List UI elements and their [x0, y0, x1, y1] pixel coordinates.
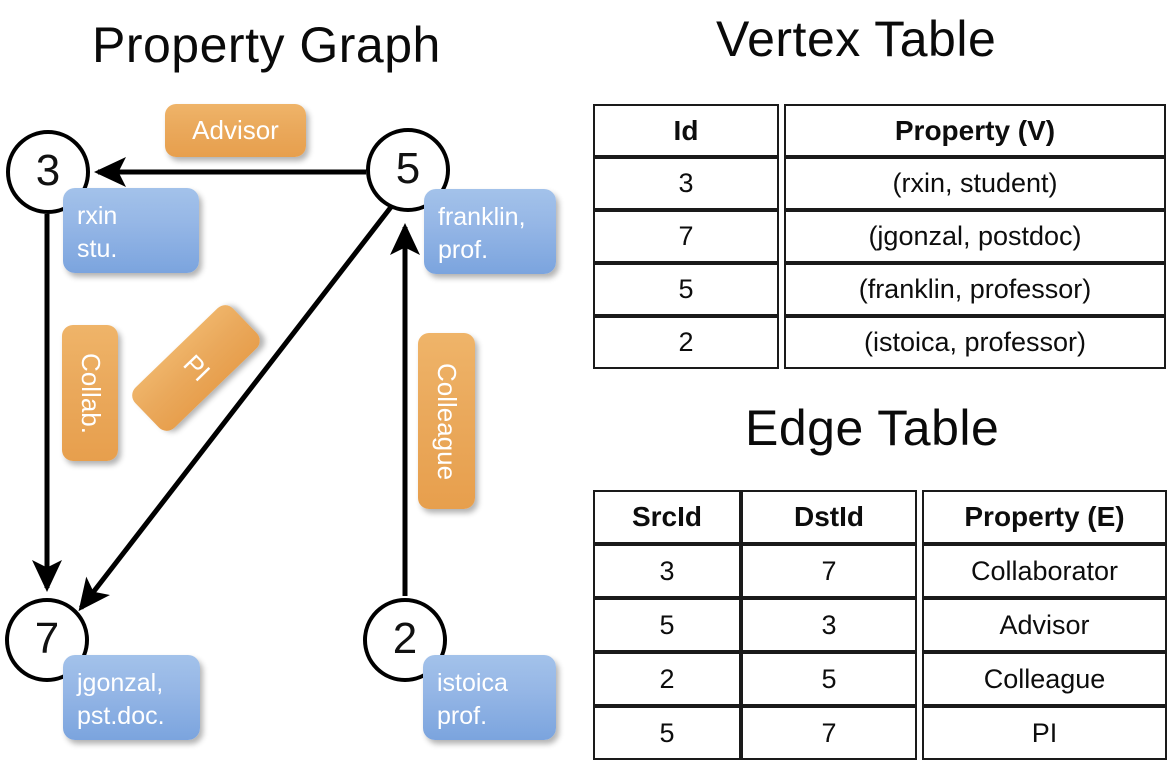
- table-row: 2 5 Colleague: [593, 652, 1167, 706]
- vertex-row-2-property: (franklin, professor): [784, 263, 1166, 316]
- edge-row-0-dst: 7: [741, 544, 917, 598]
- graph-node-5-label: 5: [395, 144, 421, 193]
- vertex-property-box-2-line1: istoica: [437, 669, 508, 697]
- edge-table-header-srcid: SrcId: [593, 490, 741, 544]
- vertex-row-1-id: 7: [593, 210, 779, 263]
- vertex-row-2-id: 5: [593, 263, 779, 316]
- vertex-property-box-5-line1: franklin,: [438, 203, 526, 231]
- vertex-property-box-3: rxin stu.: [63, 188, 199, 273]
- table-row: 5 7 PI: [593, 706, 1167, 760]
- edge-label-collab-text: Collab.: [75, 352, 106, 434]
- page-title-edge-table: Edge Table: [745, 400, 1000, 456]
- graph-node-5[interactable]: 5: [366, 128, 450, 212]
- table-row: 3 7 Collaborator: [593, 544, 1167, 598]
- property-graph-diagram: 3 5 7 2 rxin stu. franklin, prof. jgonza…: [5, 104, 556, 740]
- graph-node-2[interactable]: 2: [363, 598, 447, 682]
- vertex-table-header-property: Property (V): [784, 104, 1166, 157]
- vertex-table: Id Property (V) 3 (rxin, student) 7 (jgo…: [593, 104, 1166, 369]
- vertex-table-header-id: Id: [593, 104, 779, 157]
- edge-table-header-dstid: DstId: [741, 490, 917, 544]
- edge-row-1-dst: 3: [741, 598, 917, 652]
- edge-label-advisor: Advisor: [165, 104, 306, 157]
- vertex-property-box-3-line2: stu.: [77, 234, 118, 263]
- edge-table-header-property: Property (E): [922, 490, 1167, 544]
- vertex-table-header-row: Id Property (V): [593, 104, 1166, 157]
- edge-label-pi-text: PI: [177, 348, 216, 387]
- table-row: 3 (rxin, student): [593, 157, 1166, 210]
- vertex-property-box-5-line2: prof.: [438, 235, 489, 264]
- graph-edges-layer: [32, 157, 420, 612]
- vertex-property-box-2: istoica prof.: [423, 655, 556, 740]
- vertex-property-box-3-line1: rxin: [77, 202, 118, 230]
- edge-table: SrcId DstId Property (E) 3 7 Collaborato…: [593, 490, 1167, 760]
- graph-node-3-label: 3: [35, 146, 61, 195]
- edge-row-3-src: 5: [593, 706, 741, 760]
- edge-label-collab: Collab.: [62, 325, 118, 461]
- edge-row-2-src: 2: [593, 652, 741, 706]
- graph-node-2-label: 2: [392, 614, 418, 663]
- edge-table-header-row: SrcId DstId Property (E): [593, 490, 1167, 544]
- vertex-property-box-5: franklin, prof.: [424, 189, 556, 274]
- page-title-property-graph: Property Graph: [92, 17, 441, 73]
- vertex-row-0-id: 3: [593, 157, 779, 210]
- vertex-row-3-id: 2: [593, 316, 779, 369]
- table-row: 7 (jgonzal, postdoc): [593, 210, 1166, 263]
- table-row: 5 (franklin, professor): [593, 263, 1166, 316]
- vertex-property-box-7: jgonzal, pst.doc.: [63, 655, 200, 740]
- edge-row-0-src: 3: [593, 544, 741, 598]
- edge-row-3-dst: 7: [741, 706, 917, 760]
- edge-row-0-property: Collaborator: [922, 544, 1167, 598]
- edge-5-to-7: [78, 205, 393, 612]
- vertex-row-3-property: (istoica, professor): [784, 316, 1166, 369]
- edge-row-1-property: Advisor: [922, 598, 1167, 652]
- vertex-property-box-7-line1: jgonzal,: [77, 669, 164, 697]
- edge-label-colleague: Colleague: [418, 333, 475, 509]
- edge-row-1-src: 5: [593, 598, 741, 652]
- table-row: 5 3 Advisor: [593, 598, 1167, 652]
- graph-node-7-label: 7: [34, 614, 60, 663]
- vertex-property-box-2-line2: prof.: [437, 701, 488, 730]
- edge-row-2-dst: 5: [741, 652, 917, 706]
- vertex-row-1-property: (jgonzal, postdoc): [784, 210, 1166, 263]
- vertex-row-0-property: (rxin, student): [784, 157, 1166, 210]
- edge-label-colleague-text: Colleague: [432, 362, 462, 480]
- table-row: 2 (istoica, professor): [593, 316, 1166, 369]
- page-title-vertex-table: Vertex Table: [716, 11, 997, 67]
- edge-label-advisor-text: Advisor: [192, 115, 279, 145]
- edge-row-2-property: Colleague: [922, 652, 1167, 706]
- vertex-property-box-7-line2: pst.doc.: [77, 701, 165, 730]
- edge-row-3-property: PI: [922, 706, 1167, 760]
